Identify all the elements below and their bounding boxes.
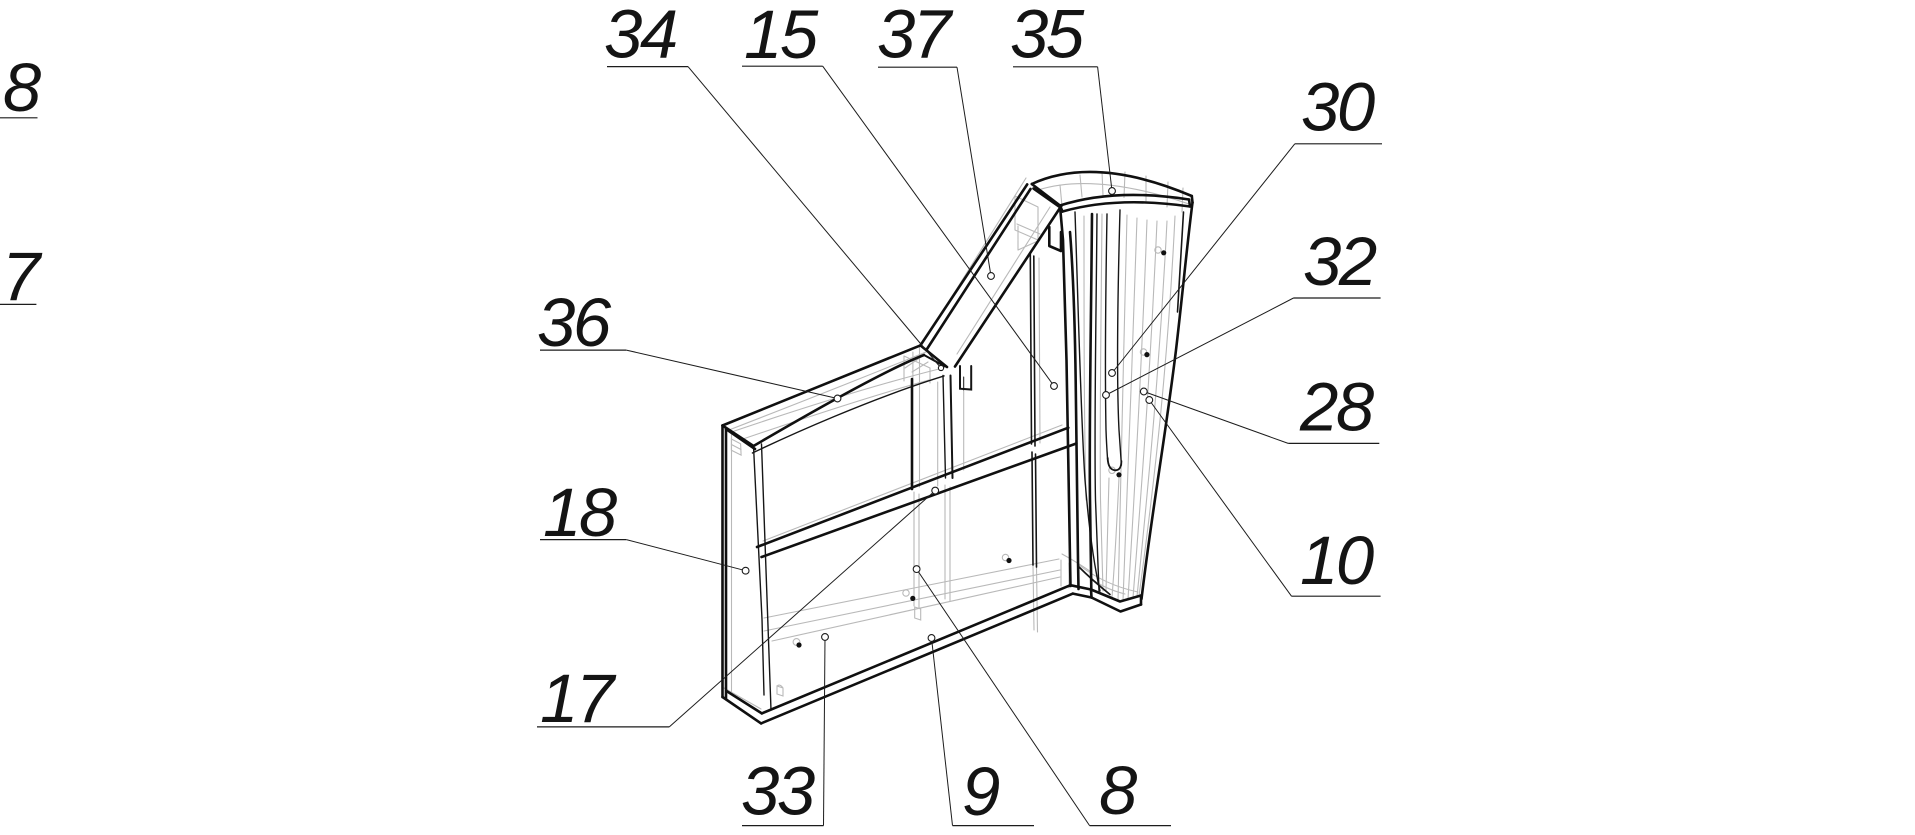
svg-text:17: 17: [0, 238, 43, 315]
svg-text:9: 9: [962, 753, 999, 830]
svg-text:28: 28: [1299, 369, 1374, 446]
svg-text:8: 8: [1099, 752, 1137, 829]
svg-text:18: 18: [0, 49, 41, 126]
svg-text:33: 33: [741, 753, 815, 830]
svg-text:34: 34: [604, 0, 676, 73]
svg-text:10: 10: [1300, 522, 1374, 599]
svg-text:36: 36: [537, 284, 612, 361]
svg-text:30: 30: [1301, 69, 1375, 146]
svg-text:32: 32: [1303, 223, 1377, 300]
svg-text:17: 17: [540, 660, 617, 737]
svg-text:15: 15: [744, 0, 819, 73]
svg-text:35: 35: [1010, 0, 1085, 73]
svg-text:18: 18: [543, 474, 617, 551]
svg-text:37: 37: [877, 0, 954, 73]
